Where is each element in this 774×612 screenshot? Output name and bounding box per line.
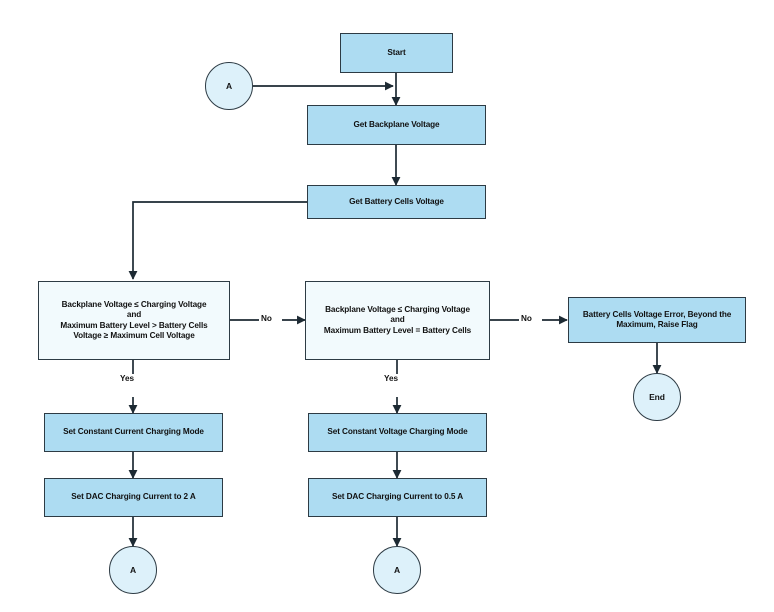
node-set-dac-current-05a-label: Set DAC Charging Current to 0.5 A bbox=[331, 492, 464, 502]
edge-label-yes-left: Yes bbox=[118, 374, 137, 383]
node-decision-one-label: Backplane Voltage ≤ Charging Voltage and… bbox=[60, 300, 208, 340]
edge-label-no-one: No bbox=[259, 314, 274, 323]
node-decision-two[interactable]: Backplane Voltage ≤ Charging Voltage and… bbox=[305, 281, 490, 360]
node-get-backplane-voltage-label: Get Backplane Voltage bbox=[353, 119, 440, 129]
node-set-dac-current-05a[interactable]: Set DAC Charging Current to 0.5 A bbox=[308, 478, 487, 517]
connector-a-bottom-left[interactable]: A bbox=[109, 546, 157, 594]
node-start[interactable]: Start bbox=[340, 33, 453, 73]
connector-a-top[interactable]: A bbox=[205, 62, 253, 110]
node-decision-two-label: Backplane Voltage ≤ Charging Voltage and… bbox=[323, 305, 472, 335]
connector-a-bottom-right[interactable]: A bbox=[373, 546, 421, 594]
node-end-label: End bbox=[649, 391, 665, 402]
node-get-battery-cells-voltage-label: Get Battery Cells Voltage bbox=[349, 196, 444, 206]
node-set-dac-current-2a-label: Set DAC Charging Current to 2 A bbox=[71, 492, 196, 502]
node-get-backplane-voltage[interactable]: Get Backplane Voltage bbox=[307, 105, 486, 145]
connector-a-bottom-right-label: A bbox=[393, 564, 401, 575]
node-set-constant-current-mode-label: Set Constant Current Charging Mode bbox=[63, 427, 204, 437]
node-get-battery-cells-voltage[interactable]: Get Battery Cells Voltage bbox=[307, 185, 486, 219]
node-battery-cells-voltage-error-label: Battery Cells Voltage Error, Beyond the … bbox=[582, 309, 732, 329]
connector-a-bottom-left-label: A bbox=[129, 564, 137, 575]
node-set-constant-current-mode[interactable]: Set Constant Current Charging Mode bbox=[44, 413, 223, 452]
node-start-label: Start bbox=[387, 47, 406, 57]
node-end[interactable]: End bbox=[633, 373, 681, 421]
edge-label-no-two: No bbox=[519, 314, 534, 323]
node-battery-cells-voltage-error[interactable]: Battery Cells Voltage Error, Beyond the … bbox=[568, 297, 746, 343]
edge-cells-to-decision-one bbox=[128, 201, 307, 280]
edge-label-yes-right: Yes bbox=[382, 374, 401, 383]
node-set-constant-voltage-mode[interactable]: Set Constant Voltage Charging Mode bbox=[308, 413, 487, 452]
node-set-dac-current-2a[interactable]: Set DAC Charging Current to 2 A bbox=[44, 478, 223, 517]
node-set-constant-voltage-mode-label: Set Constant Voltage Charging Mode bbox=[327, 427, 468, 437]
node-decision-one[interactable]: Backplane Voltage ≤ Charging Voltage and… bbox=[38, 281, 230, 360]
connector-a-top-label: A bbox=[225, 80, 233, 91]
